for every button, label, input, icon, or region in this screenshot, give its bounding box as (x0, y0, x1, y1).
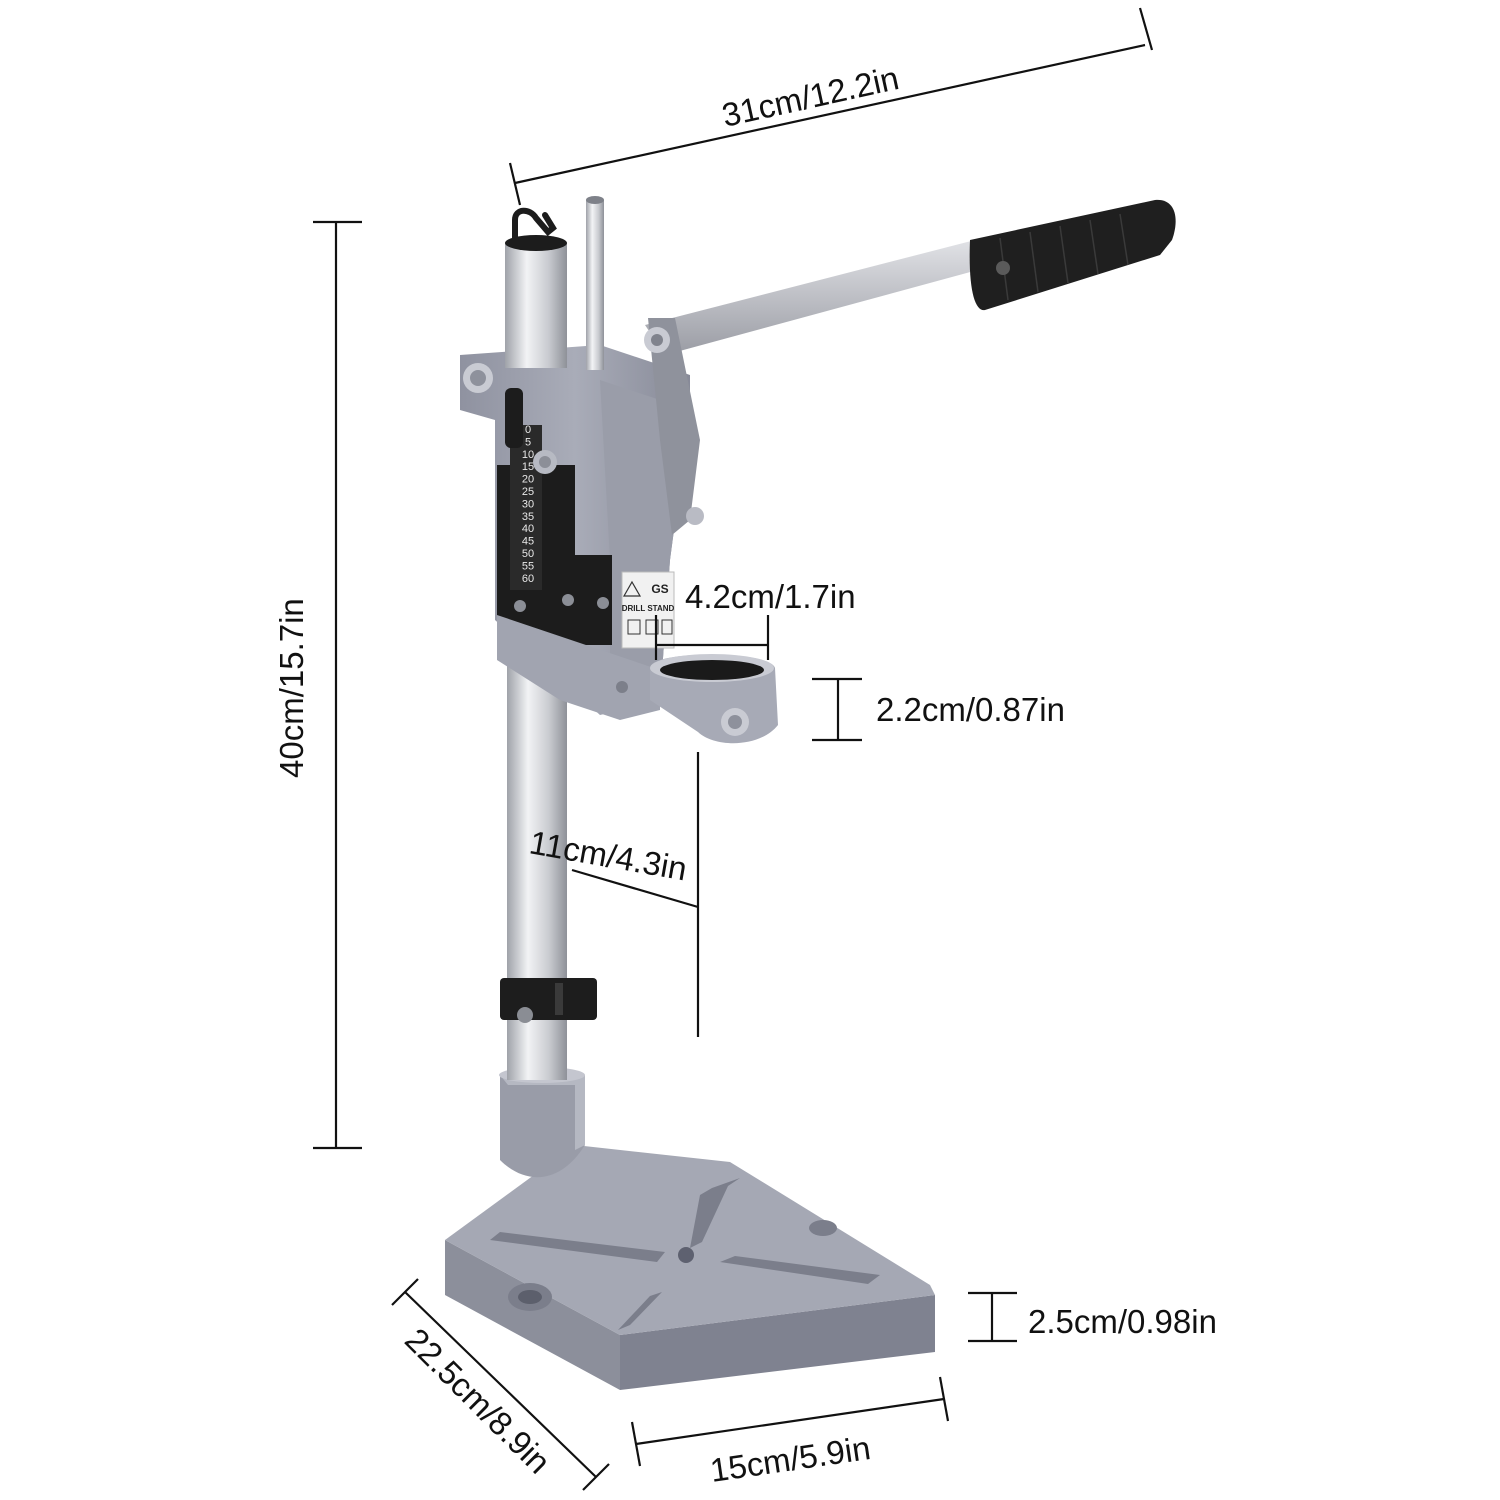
base-right-face (620, 1295, 935, 1390)
dim-total-length: 31cm/12.2in (508, 7, 1154, 206)
depth-scale (510, 425, 542, 590)
depth-scale-mark: 45 (522, 536, 534, 548)
base-top-face (445, 1145, 935, 1335)
dim-total-height-label: 40cm/15.7in (273, 598, 310, 778)
depth-scale-mark: 40 (522, 523, 534, 535)
depth-scale-mark: 5 (525, 436, 531, 448)
lock-handle (505, 388, 523, 448)
base-front-face (445, 1240, 620, 1390)
depth-scale-mark: 55 (522, 560, 534, 572)
guide-rod (586, 196, 604, 370)
dim-clamp-diameter-label: 4.2cm/1.7in (685, 578, 856, 615)
logo-text: GS (651, 582, 668, 596)
dim-base-thickness-label: 2.5cm/0.98in (1028, 1303, 1217, 1340)
depth-scale-mark: 60 (522, 573, 534, 585)
product-label: GS DRILL STAND (621, 571, 675, 649)
dim-clamp-diameter: 4.2cm/1.7in (654, 578, 856, 660)
dim-base-thickness: 2.5cm/0.98in (968, 1291, 1217, 1343)
depth-scale-mark: 50 (522, 548, 534, 560)
dim-base-depth-label: 22.5cm/8.9in (398, 1321, 558, 1481)
depth-scale-mark: 15 (522, 461, 534, 473)
handle-grip (969, 199, 1176, 311)
depth-scale-mark: 25 (522, 486, 534, 498)
depth-scale-mark: 30 (522, 498, 534, 510)
dim-base-width-label: 15cm/5.9in (708, 1429, 873, 1489)
depth-scale-mark: 0 (525, 424, 531, 436)
depth-scale-mark: 10 (522, 449, 534, 461)
column-socket (499, 1067, 585, 1178)
dim-total-height: 40cm/15.7in (273, 220, 362, 1150)
base-plate (445, 1145, 935, 1390)
dim-total-length-label: 31cm/12.2in (719, 59, 903, 134)
base-corner-hole (809, 1220, 837, 1236)
depth-scale-mark: 35 (522, 511, 534, 523)
dim-clamp-height: 2.2cm/0.87in (812, 677, 1065, 742)
spring-housing (505, 207, 567, 368)
clamp-ring (650, 654, 778, 744)
depth-scale-mark: 20 (522, 474, 534, 486)
dim-base-width: 15cm/5.9in (630, 1376, 950, 1489)
lever-arm (644, 240, 985, 535)
depth-stop-collar (500, 978, 597, 1023)
dim-clamp-height-label: 2.2cm/0.87in (876, 691, 1065, 728)
base-center-hole (678, 1247, 694, 1263)
label-text: DRILL STAND (622, 604, 675, 613)
base-slots (490, 1178, 880, 1330)
